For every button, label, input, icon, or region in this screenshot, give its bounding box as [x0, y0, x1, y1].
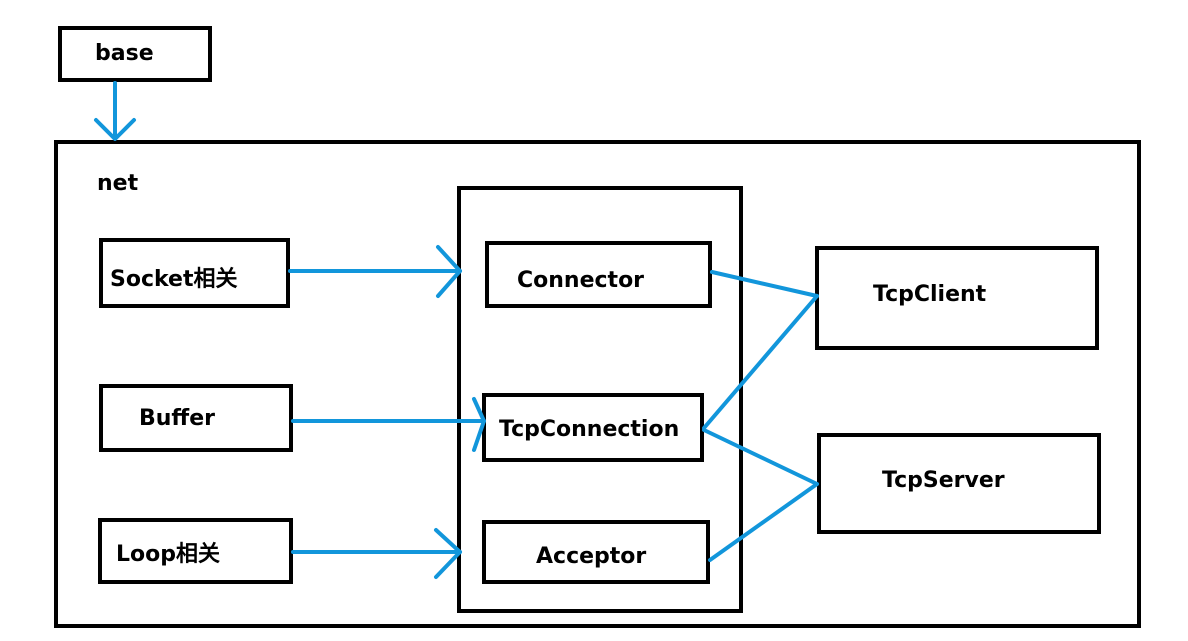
socket-node-box: [99, 238, 290, 308]
net-module-box: [54, 140, 1141, 628]
base-module-box: [58, 26, 212, 82]
tcp-server-node-box: [817, 433, 1101, 534]
tcp-connection-node-label: TcpConnection: [499, 417, 680, 442]
base-module-label: base: [95, 41, 154, 66]
base-to-net-arrow: [94, 81, 136, 141]
tcp-server-node-label: TcpServer: [882, 468, 1005, 493]
socket-node-label: Socket相关: [110, 267, 238, 292]
net-module-label: net: [97, 171, 139, 196]
loop-node-label: Loop相关: [116, 542, 220, 567]
acceptor-node-label: Acceptor: [536, 544, 647, 569]
buffer-node-box: [99, 384, 293, 452]
tcp-client-node-label: TcpClient: [873, 282, 987, 307]
connector-node-label: Connector: [517, 268, 645, 293]
buffer-node-label: Buffer: [139, 406, 216, 431]
